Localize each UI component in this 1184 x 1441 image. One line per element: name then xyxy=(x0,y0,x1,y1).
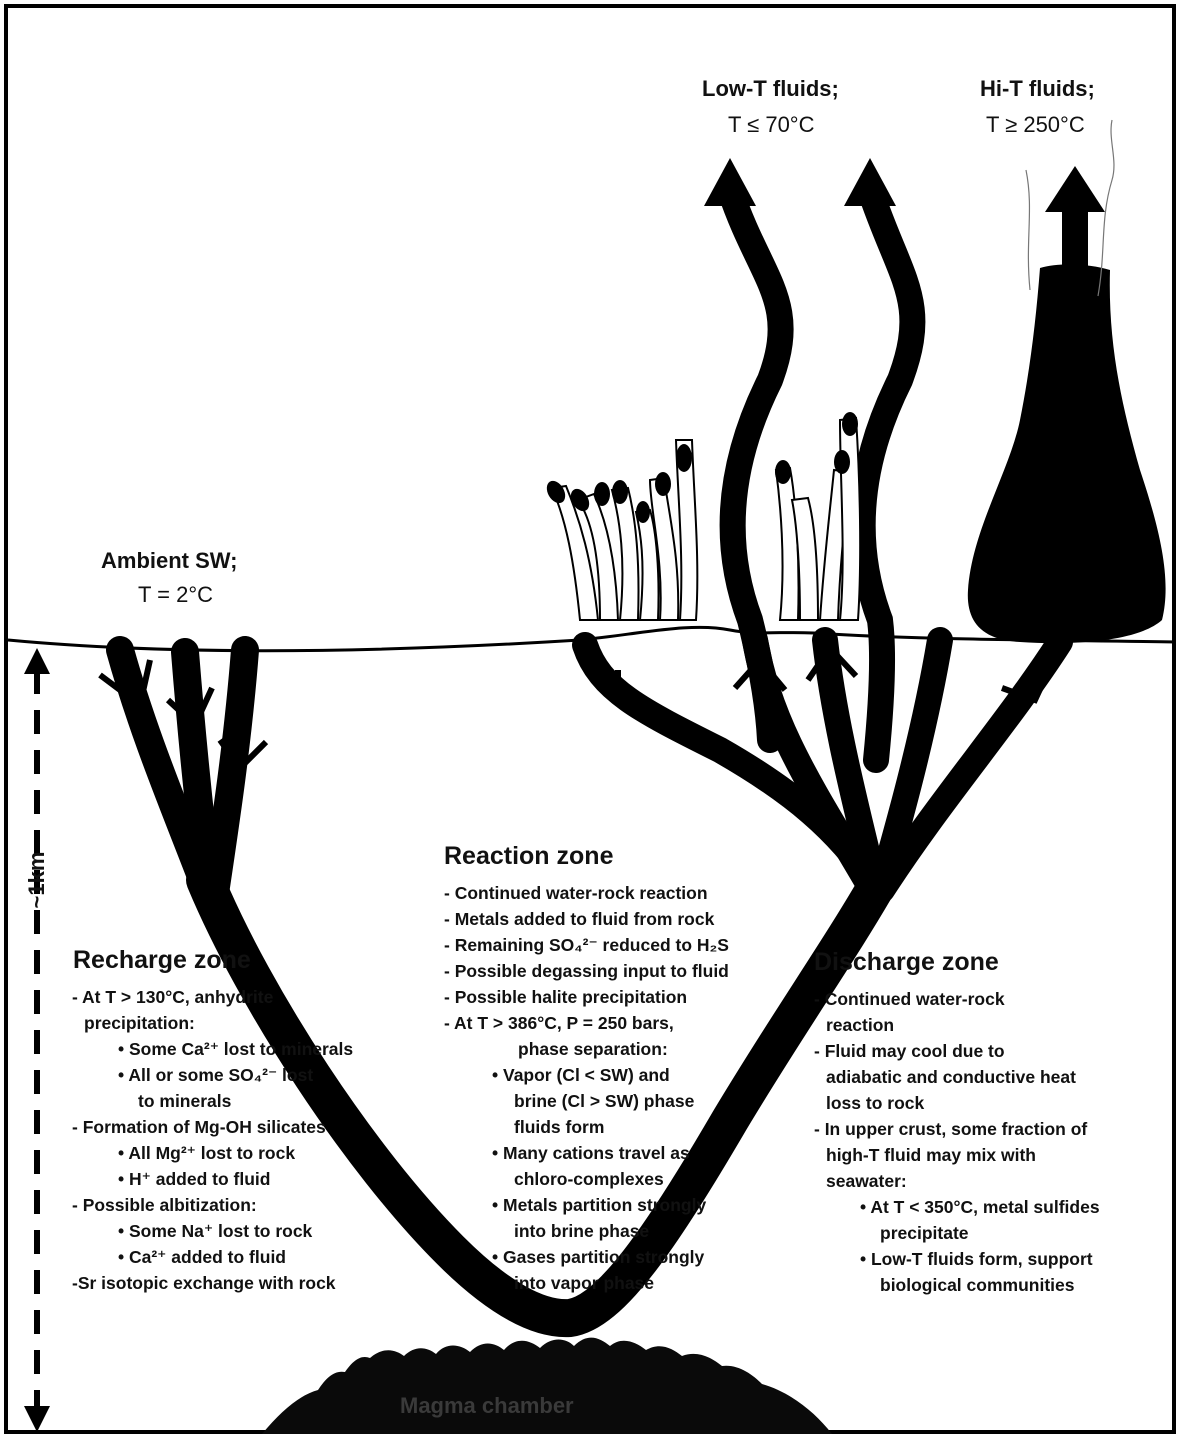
hi-t-fluids-title: Hi-T fluids; xyxy=(980,78,1095,100)
reaction-line: - Remaining SO₄²⁻ reduced to H₂S xyxy=(444,932,729,958)
discharge-line: biological communities xyxy=(814,1272,1100,1298)
reaction-line: into brine phase xyxy=(444,1218,729,1244)
reaction-zone-notes: - Continued water-rock reaction - Metals… xyxy=(444,880,729,1296)
low-t-arrowhead-right xyxy=(844,158,896,206)
discharge-line: seawater: xyxy=(814,1168,1100,1194)
ambient-sw-title: Ambient SW; xyxy=(101,550,237,572)
recharge-line: • All Mg²⁺ lost to rock xyxy=(72,1140,353,1166)
recharge-line: -Sr isotopic exchange with rock xyxy=(72,1270,353,1296)
low-t-fluids-temp: T ≤ 70°C xyxy=(728,114,815,136)
discharge-branches xyxy=(585,640,1060,890)
recharge-line: - At T > 130°C, anhydrite xyxy=(72,984,353,1010)
recharge-line: • H⁺ added to fluid xyxy=(72,1166,353,1192)
discharge-line: • At T < 350°C, metal sulfides xyxy=(814,1194,1100,1220)
reaction-line: • Metals partition strongly xyxy=(444,1192,729,1218)
reaction-line: - Metals added to fluid from rock xyxy=(444,906,729,932)
recharge-zone-title: Recharge zone xyxy=(73,948,251,973)
ambient-sw-temp: T = 2°C xyxy=(138,584,213,606)
reaction-line: - Possible halite precipitation xyxy=(444,984,729,1010)
discharge-line: - Continued water-rock xyxy=(814,986,1100,1012)
recharge-line: precipitation: xyxy=(72,1010,353,1036)
black-smoker-chimney xyxy=(968,264,1166,643)
discharge-line: loss to rock xyxy=(814,1090,1100,1116)
recharge-line: • All or some SO₄²⁻ lost xyxy=(72,1062,353,1088)
discharge-line: - In upper crust, some fraction of xyxy=(814,1116,1100,1142)
depth-scale-arrow xyxy=(24,648,50,1432)
reaction-line: chloro-complexes xyxy=(444,1166,729,1192)
recharge-zone-notes: - At T > 130°C, anhydrite precipitation:… xyxy=(72,984,353,1296)
reaction-line: brine (Cl > SW) phase xyxy=(444,1088,729,1114)
reaction-line: fluids form xyxy=(444,1114,729,1140)
recharge-branches xyxy=(120,650,245,900)
depth-scale-label: ~1km xyxy=(22,820,52,940)
discharge-line: reaction xyxy=(814,1012,1100,1038)
reaction-line: - Continued water-rock reaction xyxy=(444,880,729,906)
reaction-line: phase separation: xyxy=(444,1036,729,1062)
discharge-line: high-T fluid may mix with xyxy=(814,1142,1100,1168)
magma-chamber-shape xyxy=(262,1338,832,1434)
hi-t-fluids-temp: T ≥ 250°C xyxy=(986,114,1085,136)
magma-chamber-label: Magma chamber xyxy=(400,1393,574,1419)
black-smoker-arrowhead xyxy=(1045,166,1105,212)
discharge-line: - Fluid may cool due to xyxy=(814,1038,1100,1064)
discharge-zone-notes: - Continued water-rock reaction - Fluid … xyxy=(814,986,1100,1298)
recharge-line: • Ca²⁺ added to fluid xyxy=(72,1244,353,1270)
recharge-line: - Possible albitization: xyxy=(72,1192,353,1218)
low-t-arrowhead-left xyxy=(704,158,756,206)
recharge-line: - Formation of Mg-OH silicates xyxy=(72,1114,353,1140)
discharge-line: precipitate xyxy=(814,1220,1100,1246)
low-t-fluids-title: Low-T fluids; xyxy=(702,78,839,100)
recharge-line: • Some Ca²⁺ lost to minerals xyxy=(72,1036,353,1062)
reaction-line: • Vapor (Cl < SW) and xyxy=(444,1062,729,1088)
tube-worms xyxy=(552,418,860,620)
reaction-line: into vapor phase xyxy=(444,1270,729,1296)
discharge-line: adiabatic and conductive heat xyxy=(814,1064,1100,1090)
reaction-zone-title: Reaction zone xyxy=(444,844,613,869)
discharge-line: • Low-T fluids form, support xyxy=(814,1246,1100,1272)
discharge-zone-title: Discharge zone xyxy=(814,950,999,975)
reaction-line: • Gases partition strongly xyxy=(444,1244,729,1270)
recharge-line: to minerals xyxy=(72,1088,353,1114)
reaction-line: • Many cations travel as xyxy=(444,1140,729,1166)
recharge-line: • Some Na⁺ lost to rock xyxy=(72,1218,353,1244)
reaction-line: - At T > 386°C, P = 250 bars, xyxy=(444,1010,729,1036)
reaction-line: - Possible degassing input to fluid xyxy=(444,958,729,984)
